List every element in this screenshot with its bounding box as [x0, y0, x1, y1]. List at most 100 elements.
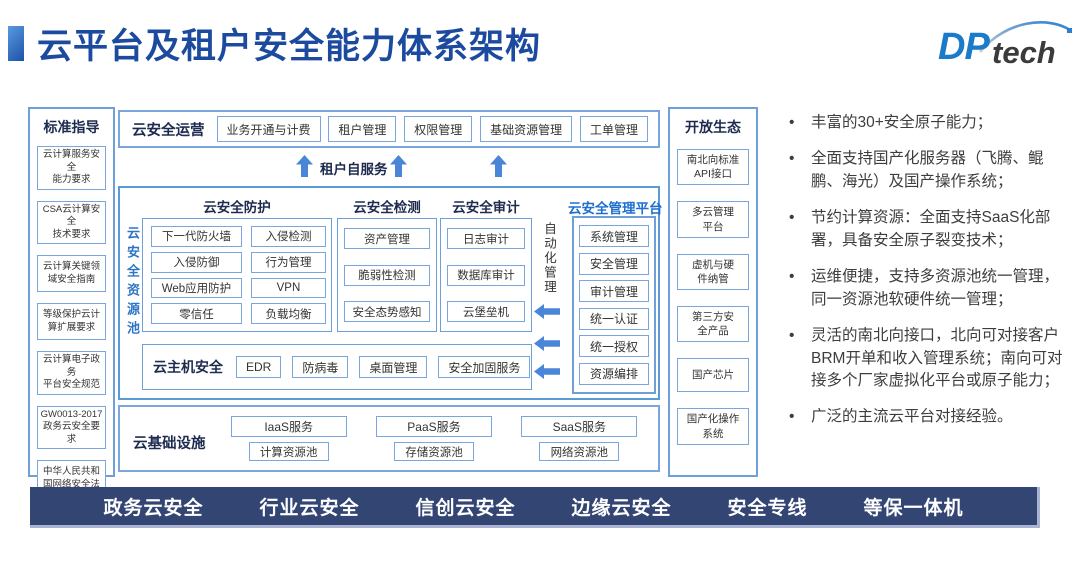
standard-item: GW0013-2017 政务云安全要求 — [37, 405, 106, 450]
left-arrow-icon — [534, 304, 560, 319]
bullet-dot: • — [789, 208, 795, 226]
standard-item: 云计算关键领 域安全指南 — [37, 255, 106, 293]
infrastructure-label: 云基础设施 — [133, 436, 206, 452]
left-arrow-icon — [534, 364, 560, 379]
feature-bullet-list: • 丰富的30+安全原子能力； • 全面支持国产化服务器（飞腾、鲲鹏、海光）及国产操… — [786, 112, 1074, 442]
feature-text: 运维便捷，支持多资源池统一管理，同一资源池软硬件统一管理； — [811, 267, 1060, 308]
security-operations-bar: 云安全运营 业务开通与计费 租户管理 权限管理 基础资源管理 工单管理 — [118, 110, 660, 148]
protection-item: 下一代防火墙 — [151, 226, 242, 247]
feature-bullet: • 运维便捷，支持多资源池统一管理，同一资源池软硬件统一管理； — [786, 266, 1074, 312]
management-item: 统一认证 — [579, 307, 649, 330]
management-item: 统一授权 — [579, 335, 649, 358]
management-item: 资源编排 — [579, 362, 649, 385]
host-security-item: EDR — [236, 356, 282, 378]
security-operations-items: 业务开通与计费 租户管理 权限管理 基础资源管理 工单管理 — [216, 116, 649, 142]
left-arrow-icon — [534, 336, 560, 351]
bullet-dot: • — [789, 114, 795, 131]
operations-item: 租户管理 — [328, 116, 397, 142]
tenant-self-service-row: 租户自服务 — [118, 152, 660, 182]
bullet-dot: • — [789, 326, 795, 344]
protection-item: 入侵检测 — [250, 226, 326, 247]
audit-item: 日志审计 — [447, 228, 525, 249]
service-item: SaaS服务 — [521, 416, 638, 437]
up-arrow-icon — [490, 155, 507, 177]
protection-column-2: 入侵检测 行为管理 VPN 负载均衡 — [250, 226, 326, 324]
ecosystem-item: 国产化操作 系统 — [677, 408, 749, 445]
bullet-dot: • — [789, 267, 795, 285]
feature-bullet: • 广泛的主流云平台对接经验。 — [786, 406, 1074, 429]
audit-item: 数据库审计 — [447, 264, 525, 286]
audit-group-title: 云安全审计 — [452, 200, 520, 215]
scenario-item: 信创云安全 — [415, 497, 516, 519]
ecosystem-item: 国产芯片 — [677, 358, 749, 393]
feature-text: 节约计算资源：全面支持SaaS化部署，具备安全原子裂变技术； — [811, 208, 1051, 249]
page-title: 云平台及租户安全能力体系架构 — [37, 27, 542, 66]
standards-panel: 标准指导 云计算服务安全 能力要求 CSA云计算安全 技术要求 云计算关键领 域… — [28, 107, 115, 498]
up-arrow-icon — [296, 155, 313, 177]
ecosystem-panel: 开放生态 南北向标准 API接口 多云管理 平台 虚机与硬 件纳管 第三方安 全… — [668, 107, 758, 477]
host-security-bar: 云主机安全 EDR 防病毒 桌面管理 安全加固服务 — [142, 344, 532, 390]
feature-bullet: • 全面支持国产化服务器（飞腾、鲲鹏、海光）及国产操作系统； — [786, 148, 1074, 194]
dp-tech-logo: DP tech — [938, 20, 1073, 74]
logo-swoosh-icon — [978, 21, 1072, 53]
audit-item: 云堡垒机 — [447, 301, 525, 322]
infrastructure-column: SaaS服务 网络资源池 — [521, 416, 638, 461]
standard-item: 等级保护云计 算扩展要求 — [37, 303, 106, 341]
protection-item: 零信任 — [151, 303, 242, 324]
service-item: IaaS服务 — [230, 416, 347, 437]
infrastructure-column: PaaS服务 存储资源池 — [375, 416, 492, 461]
feature-text: 灵活的南北向接口，北向可对接客户BRM开单和收入管理系统；南向可对接多个厂家虚拟… — [811, 326, 1063, 390]
feature-text: 丰富的30+安全原子能力； — [811, 114, 993, 131]
protection-column-1: 下一代防火墙 入侵防御 Web应用防护 零信任 — [151, 226, 242, 324]
resource-pool-vertical-label: 云安全资源池 — [125, 226, 140, 340]
operations-item: 权限管理 — [404, 116, 473, 142]
protection-group-title: 云安全防护 — [203, 200, 271, 215]
security-resource-pool-frame: 云安全资源池 云安全防护 下一代防火墙 入侵防御 Web应用防护 零信任 入侵检… — [118, 186, 663, 400]
infrastructure-columns: IaaS服务 计算资源池 PaaS服务 存储资源池 SaaS服务 网络资源池 — [216, 407, 652, 470]
bullet-dot: • — [789, 149, 795, 167]
scenario-item: 安全专线 — [727, 497, 808, 519]
host-security-item: 防病毒 — [292, 356, 349, 378]
host-security-item: 安全加固服务 — [438, 356, 531, 378]
scenario-item: 政务云安全 — [103, 497, 204, 519]
protection-item: 入侵防御 — [151, 251, 242, 273]
feature-bullet: • 丰富的30+安全原子能力； — [786, 112, 1074, 135]
detection-item: 脆弱性检测 — [344, 264, 430, 286]
audit-group: 日志审计 数据库审计 云堡垒机 — [440, 218, 532, 332]
pool-item: 存储资源池 — [393, 442, 474, 461]
standard-item: 云计算电子政务 平台安全规范 — [37, 351, 106, 395]
feature-text: 广泛的主流云平台对接经验。 — [811, 408, 1013, 426]
protection-item: Web应用防护 — [151, 277, 242, 299]
management-item: 审计管理 — [579, 280, 649, 303]
protection-item: 负载均衡 — [250, 303, 326, 324]
ecosystem-item: 多云管理 平台 — [677, 201, 749, 238]
scenario-item: 边缘云安全 — [571, 497, 672, 519]
ecosystem-item: 虚机与硬 件纳管 — [677, 253, 749, 291]
infrastructure-bar: 云基础设施 IaaS服务 计算资源池 PaaS服务 存储资源池 SaaS服务 网… — [118, 405, 660, 472]
host-security-label: 云主机安全 — [153, 359, 223, 375]
ecosystem-item: 第三方安 全产品 — [677, 306, 749, 343]
feature-text: 全面支持国产化服务器（飞腾、鲲鹏、海光）及国产操作系统； — [811, 149, 1044, 190]
pool-item: 计算资源池 — [248, 442, 329, 461]
operations-item: 基础资源管理 — [480, 116, 573, 142]
management-platform-column: 系统管理 安全管理 审计管理 统一认证 统一授权 资源编排 — [572, 216, 656, 394]
up-arrow-icon — [390, 155, 407, 177]
management-platform-title: 云安全管理平台 — [568, 201, 663, 216]
management-item: 系统管理 — [579, 225, 649, 247]
protection-item: 行为管理 — [250, 251, 326, 273]
infrastructure-column: IaaS服务 计算资源池 — [230, 416, 347, 461]
scenario-footer-bar: 政务云安全 行业云安全 信创云安全 边缘云安全 安全专线 等保一体机 — [30, 487, 1040, 528]
security-operations-label: 云安全运营 — [132, 122, 205, 139]
detection-item: 资产管理 — [344, 228, 430, 249]
ecosystem-item: 南北向标准 API接口 — [677, 149, 749, 186]
detection-group: 资产管理 脆弱性检测 安全态势感知 — [337, 218, 437, 332]
logo-tech-text: tech — [992, 35, 1056, 70]
feature-bullet: • 节约计算资源：全面支持SaaS化部署，具备安全原子裂变技术； — [786, 207, 1074, 253]
scenario-item: 行业云安全 — [259, 497, 360, 519]
bullet-dot: • — [789, 408, 795, 426]
protection-group: 下一代防火墙 入侵防御 Web应用防护 零信任 入侵检测 行为管理 VPN 负载… — [142, 218, 332, 332]
standards-panel-title: 标准指导 — [43, 119, 100, 135]
ecosystem-list: 南北向标准 API接口 多云管理 平台 虚机与硬 件纳管 第三方安 全产品 国产… — [670, 137, 756, 445]
host-security-item: 桌面管理 — [359, 356, 428, 378]
